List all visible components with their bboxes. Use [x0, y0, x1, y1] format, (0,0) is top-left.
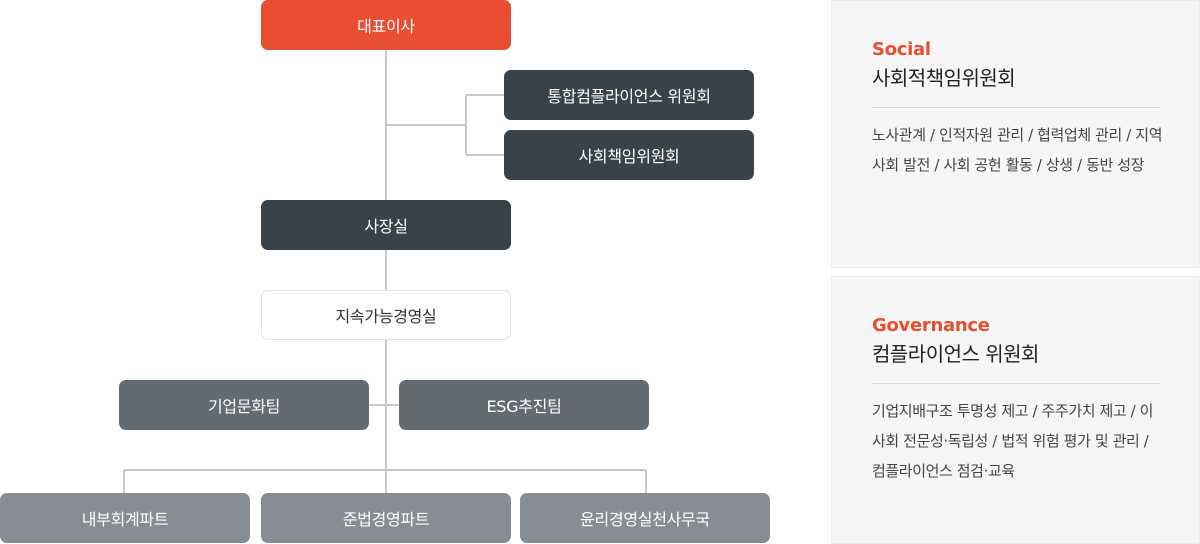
governance-title: 컴플라이언스 위원회 — [872, 342, 1039, 366]
org-chart: 대표이사 통합컴플라이언스 위원회 사회책임위원회 사장실 지속가능경영실 기업… — [0, 0, 770, 543]
node-esg-team: ESG추진팀 — [399, 380, 649, 430]
social-title: 사회적책임위원회 — [872, 66, 1016, 90]
governance-divider — [872, 383, 1160, 384]
governance-eyebrow: Governance — [872, 315, 990, 336]
social-eyebrow: Social — [872, 39, 931, 60]
social-panel: Social 사회적책임위원회 노사관계 / 인적자원 관리 / 협력업체 관리… — [831, 0, 1200, 268]
node-ceo: 대표이사 — [261, 0, 511, 50]
node-president-office: 사장실 — [261, 200, 511, 250]
node-social-committee: 사회책임위원회 — [504, 130, 754, 180]
social-divider — [872, 107, 1160, 108]
node-sustainability-office: 지속가능경영실 — [261, 290, 511, 340]
node-internal-accounting: 내부회계파트 — [0, 493, 250, 543]
governance-description: 기업지배구조 투명성 제고 / 주주가치 제고 / 이사회 전문성·독립성 / … — [872, 402, 1154, 480]
governance-panel: Governance 컴플라이언스 위원회 기업지배구조 투명성 제고 / 주주… — [831, 276, 1200, 544]
node-ethics-office: 윤리경영실천사무국 — [520, 493, 770, 543]
node-culture-team: 기업문화팀 — [119, 380, 369, 430]
connector-lines — [123, 50, 647, 493]
node-compliance-committee: 통합컴플라이언스 위원회 — [504, 70, 754, 120]
node-compliance-part: 준법경영파트 — [261, 493, 511, 543]
social-description: 노사관계 / 인적자원 관리 / 협력업체 관리 / 지역사회 발전 / 사회 … — [872, 126, 1163, 174]
